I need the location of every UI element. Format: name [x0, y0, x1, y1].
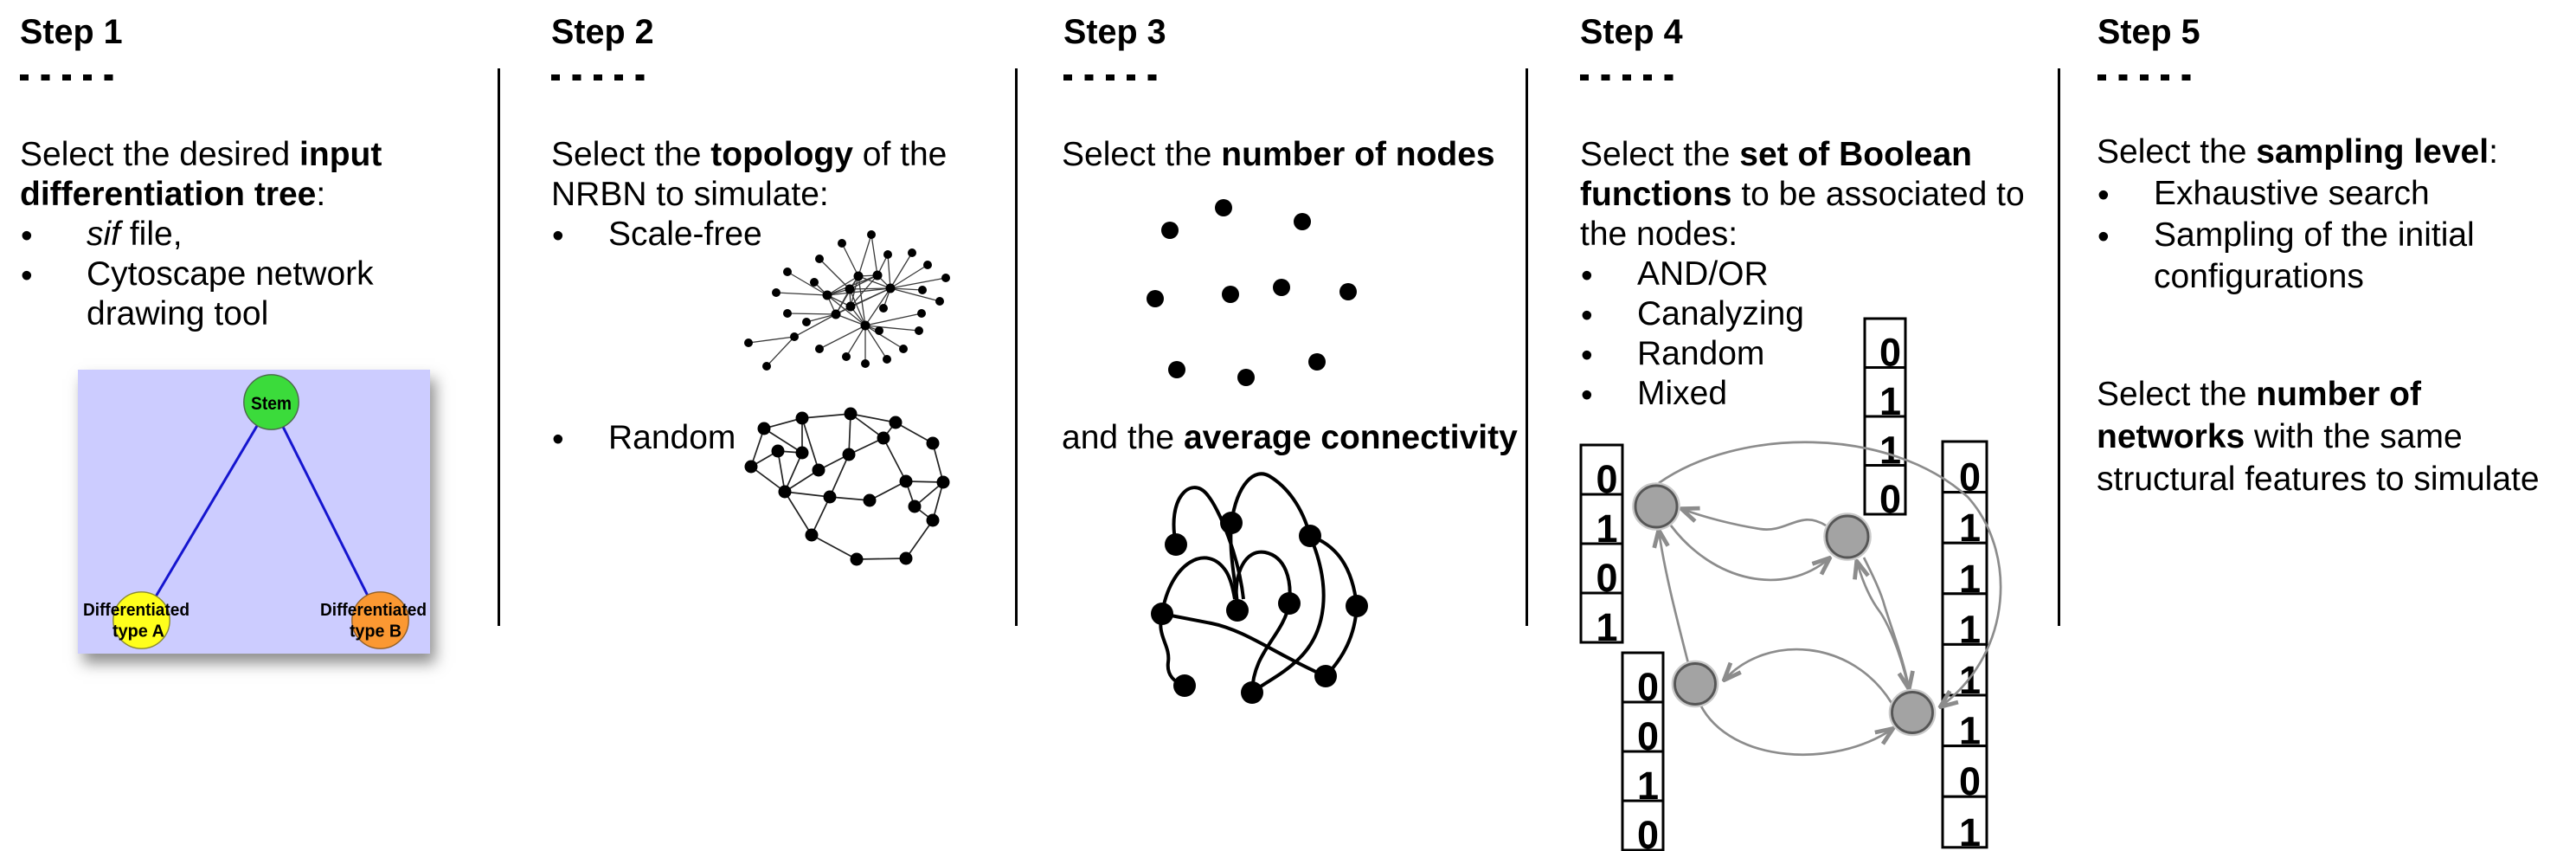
svg-text:0: 0 [1879, 477, 1901, 521]
svg-text:1: 1 [1959, 810, 1981, 851]
svg-text:Differentiated: Differentiated [320, 600, 427, 620]
svg-text:Stem: Stem [251, 394, 292, 414]
svg-text:Differentiated: Differentiated [83, 600, 190, 620]
svg-text:1: 1 [1596, 605, 1617, 649]
svg-text:type B: type B [350, 622, 401, 641]
svg-text:0: 0 [1637, 813, 1659, 851]
svg-text:type A: type A [112, 622, 164, 641]
